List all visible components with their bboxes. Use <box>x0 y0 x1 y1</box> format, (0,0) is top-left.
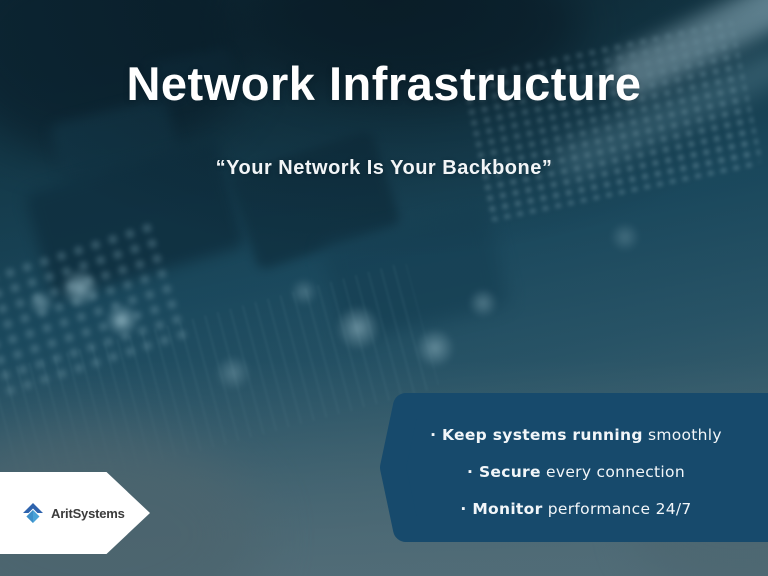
logo-text: AritSystems <box>51 505 125 521</box>
banner-item: · Monitor performance 24/7 <box>392 491 760 528</box>
slide-title: Network Infrastructure <box>126 57 642 110</box>
highlights-banner: · Keep systems running smoothly · Secure… <box>380 393 768 542</box>
banner-item-rest: every connection <box>540 462 685 481</box>
banner-item-emphasis: Keep systems running <box>442 425 643 444</box>
banner-item: · Keep systems running smoothly <box>392 417 760 454</box>
banner-item-rest: smoothly <box>642 425 722 444</box>
banner-item-emphasis: Secure <box>478 462 541 481</box>
banner-item: · Secure every connection <box>392 454 760 491</box>
banner-chevron-shape <box>380 393 768 542</box>
bullet-dot: · <box>430 425 443 444</box>
bullet-dot: · <box>467 462 479 481</box>
banner-item-rest: performance 24/7 <box>542 499 692 518</box>
banner-item-emphasis: Monitor <box>472 499 543 518</box>
banner-text-block: · Keep systems running smoothly · Secure… <box>392 393 760 542</box>
slide-subtitle: “Your Network Is Your Backbone” <box>215 157 553 179</box>
bullet-dot: · <box>460 499 473 518</box>
aritsystems-diamond-icon <box>23 503 43 523</box>
